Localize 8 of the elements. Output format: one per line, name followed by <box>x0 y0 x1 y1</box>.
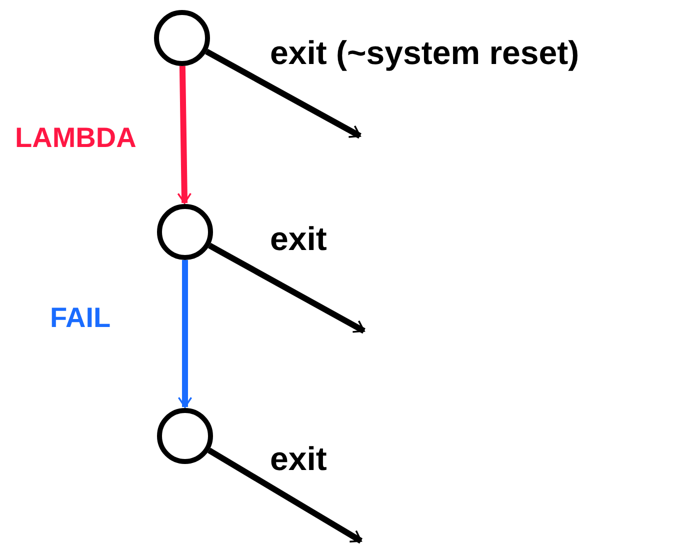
arrow <box>208 448 363 544</box>
edge-label: exit (~system reset) <box>270 36 580 69</box>
edge-label: exit <box>270 222 327 255</box>
edge-label: LAMBDA <box>15 124 136 152</box>
edge-label: FAIL <box>50 304 111 332</box>
arrow <box>178 260 192 408</box>
edge-label: exit <box>270 442 327 475</box>
arrow <box>177 66 192 204</box>
